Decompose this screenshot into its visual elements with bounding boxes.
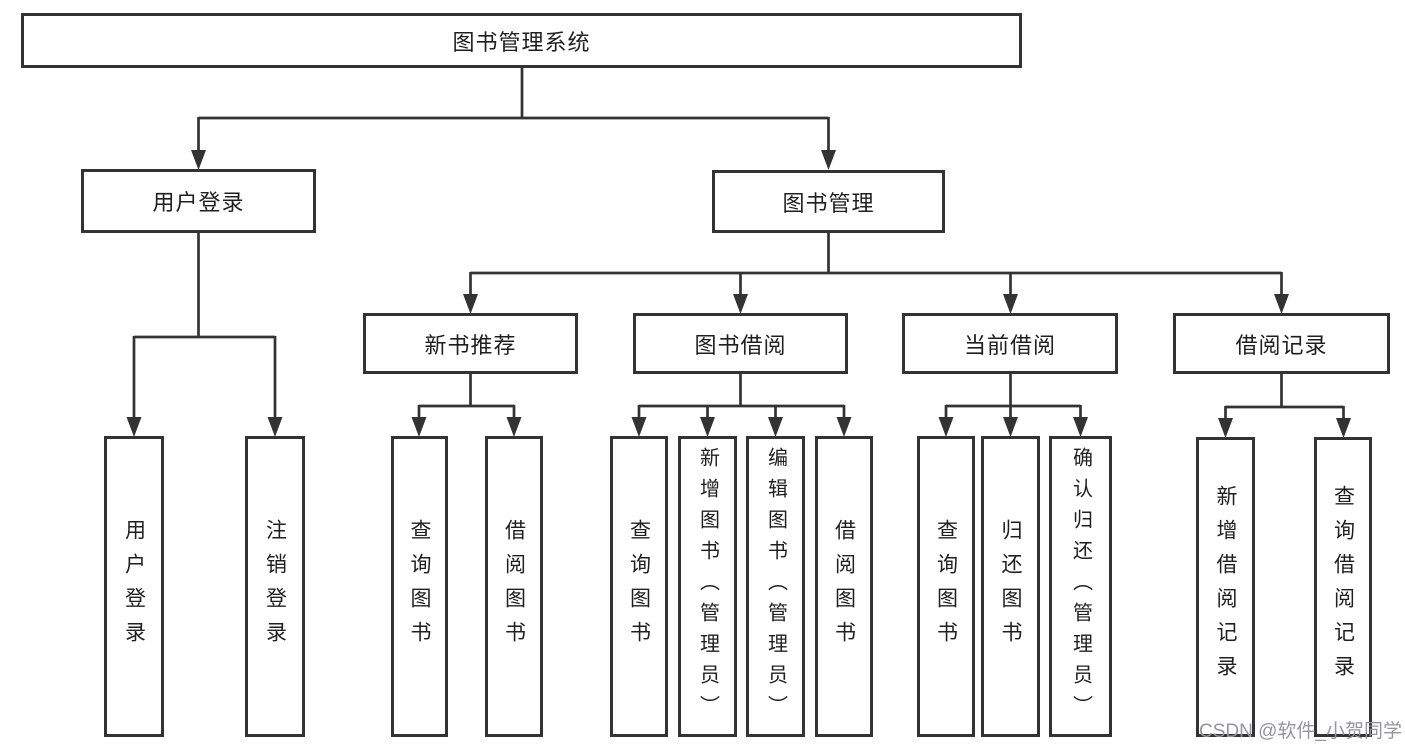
node-book-borrow-label: 图书借阅 [694,332,787,358]
node-leaf-borrow-edit-admin: 编辑图书（管理员） [746,436,805,737]
node-leaf-logout-label: 注销登录 [263,518,287,655]
node-root-label: 图书管理系统 [452,29,591,55]
node-leaf-record-add-label: 新增借阅记录 [1214,485,1237,689]
node-user-login-label: 用户登录 [152,190,245,215]
node-leaf-current-return-label: 归还图书 [999,518,1022,655]
node-book-management-label: 图书管理 [782,190,875,216]
node-leaf-borrow-query-label: 查询图书 [627,518,651,655]
node-leaf-current-confirm-admin-label: 确认归还（管理员） [1069,447,1092,726]
node-root: 图书管理系统 [21,13,1022,68]
node-leaf-current-query-label: 查询图书 [934,518,958,655]
node-leaf-borrow-add-admin-label: 新增图书（管理员） [696,447,719,726]
node-leaf-newbook-query-label: 查询图书 [408,518,431,655]
node-leaf-user-login: 用户登录 [104,436,164,737]
node-book-borrow: 图书借阅 [633,313,848,374]
node-leaf-record-query-label: 查询借阅记录 [1331,485,1355,689]
node-leaf-newbook-query: 查询图书 [391,436,448,737]
node-current-borrow-label: 当前借阅 [963,332,1056,358]
node-leaf-newbook-borrow: 借阅图书 [485,436,543,737]
node-leaf-current-query: 查询图书 [917,436,975,737]
node-new-book-recommend: 新书推荐 [363,313,578,374]
node-borrow-records-label: 借阅记录 [1235,332,1328,358]
node-leaf-borrow-add-admin: 新增图书（管理员） [678,436,737,737]
node-user-login: 用户登录 [81,169,316,233]
node-leaf-user-login-label: 用户登录 [122,518,146,655]
node-borrow-records: 借阅记录 [1173,313,1390,374]
node-leaf-logout: 注销登录 [245,436,305,737]
node-book-management: 图书管理 [712,170,945,233]
node-leaf-record-add: 新增借阅记录 [1196,437,1255,737]
node-leaf-newbook-borrow-label: 借阅图书 [502,518,526,655]
node-leaf-current-confirm-admin: 确认归还（管理员） [1049,436,1112,737]
node-leaf-borrow-book-label: 借阅图书 [832,518,856,655]
node-leaf-current-return: 归还图书 [981,436,1040,737]
node-leaf-borrow-edit-admin-label: 编辑图书（管理员） [764,447,787,726]
node-new-book-recommend-label: 新书推荐 [424,332,517,358]
node-leaf-record-query: 查询借阅记录 [1314,437,1372,737]
watermark-text: CSDN @软件_小贺同学 [1199,721,1402,742]
node-leaf-borrow-book: 借阅图书 [815,436,873,737]
node-current-borrow: 当前借阅 [902,313,1118,374]
node-leaf-borrow-query: 查询图书 [610,436,668,737]
